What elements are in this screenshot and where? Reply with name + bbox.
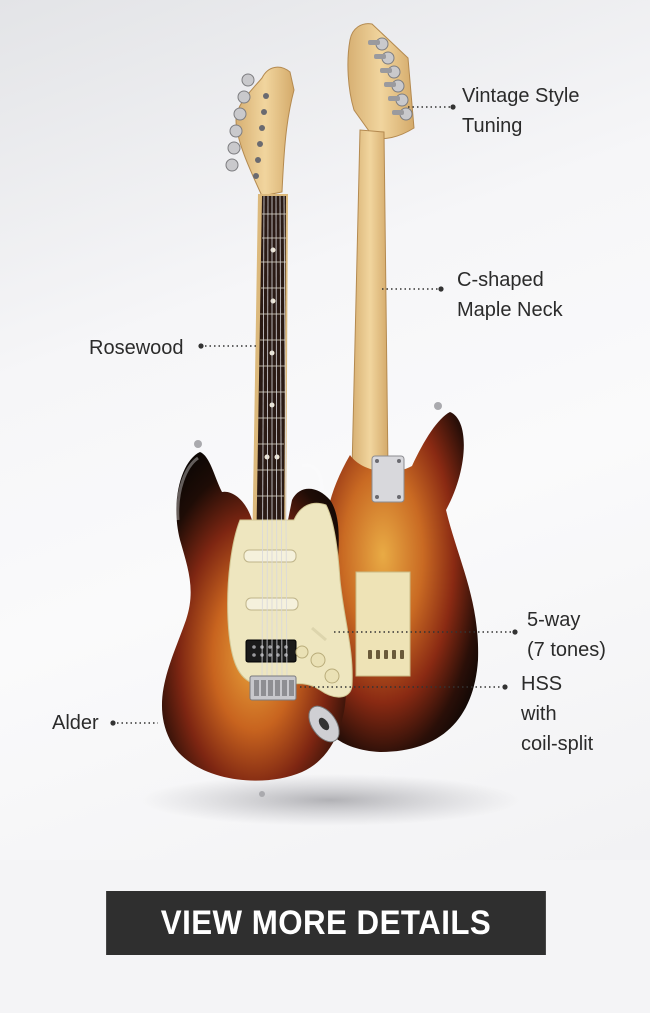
- callout-line: Vintage Style: [462, 85, 580, 107]
- callout-line: 5-way: [527, 609, 581, 631]
- callout-line: with: [521, 703, 557, 725]
- product-hero: Vintage Style Tuning C-shaped Maple Neck…: [0, 0, 650, 860]
- view-more-details-button[interactable]: VIEW MORE DETAILS: [106, 891, 546, 955]
- callout-line: HSS: [521, 673, 563, 695]
- guitar-illustration: [110, 23, 520, 826]
- callout-line: (7 tones): [527, 639, 606, 661]
- callout-alder: Alder: [52, 712, 99, 734]
- callout-maple-neck: C-shaped Maple Neck: [457, 265, 563, 325]
- callout-vintage-tuning: Vintage Style Tuning: [462, 81, 580, 141]
- rear-guitar: [313, 23, 479, 752]
- callout-line: Tuning: [462, 115, 523, 137]
- front-guitar: [161, 66, 353, 797]
- callout-line: C-shaped: [457, 269, 544, 291]
- callout-hss: HSS with coil-split: [521, 669, 593, 759]
- callout-line: Maple Neck: [457, 299, 563, 321]
- callout-line: coil-split: [521, 733, 594, 755]
- callout-dots: [110, 104, 518, 726]
- callout-five-way: 5-way (7 tones): [527, 605, 606, 665]
- callout-rosewood: Rosewood: [89, 337, 184, 359]
- callout-leader-lines: [117, 106, 512, 724]
